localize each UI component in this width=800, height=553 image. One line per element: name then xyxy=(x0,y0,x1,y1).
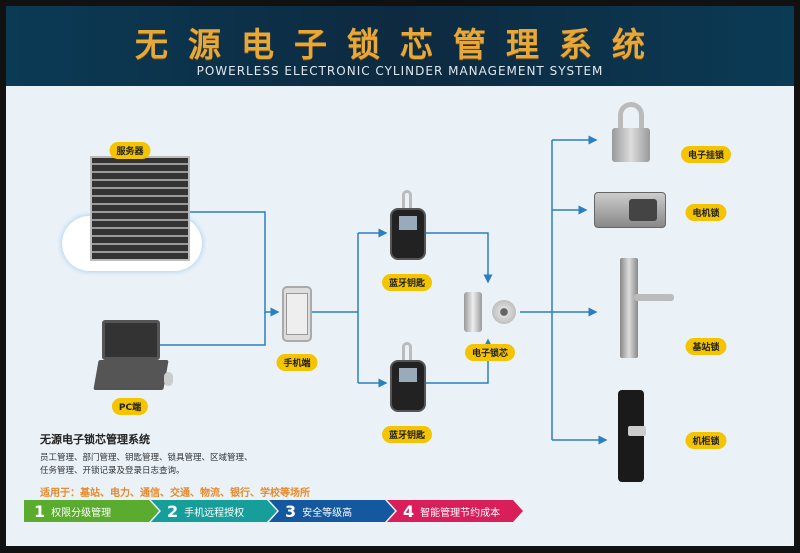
feature-1: 1 权限分级管理 xyxy=(24,500,159,522)
bluetooth-key-icon xyxy=(402,342,412,362)
feature-4: 4 智能管理节约成本 xyxy=(387,500,523,522)
feature-number: 3 xyxy=(285,501,297,521)
label-phone: 手机端 xyxy=(276,354,318,371)
label-bt-key-1: 蓝牙钥匙 xyxy=(381,274,433,291)
feature-bar: 1 权限分级管理 2 手机远程授权 3 安全等级高 4 智能管理节约成本 xyxy=(24,500,515,522)
cabinet-handle-icon xyxy=(628,426,646,436)
feature-label: 安全等级高 xyxy=(302,507,353,519)
system-description: 无源电子锁芯管理系统 员工管理、部门管理、钥匙管理、锁具管理、区域管理、 任务管… xyxy=(40,431,310,499)
description-line-2: 任务管理、开锁记录及登录日志查询。 xyxy=(40,466,185,476)
door-handle-icon xyxy=(634,294,674,301)
label-motor-lock: 电机锁 xyxy=(685,204,727,221)
feature-2: 2 手机远程授权 xyxy=(151,500,277,522)
description-line-1: 员工管理、部门管理、钥匙管理、锁具管理、区域管理、 xyxy=(40,453,253,463)
feature-number: 4 xyxy=(403,501,415,521)
feature-label: 权限分级管理 xyxy=(51,507,112,519)
cylinder-icon xyxy=(464,292,482,332)
header: 无源电子锁芯管理系统 POWERLESS ELECTRONIC CYLINDER… xyxy=(6,6,794,86)
applicable-scenarios: 适用于：基站、电力、通信、交通、物流、银行、学校等场所 xyxy=(40,488,310,499)
label-server: 服务器 xyxy=(109,142,151,159)
laptop-keyboard-icon xyxy=(93,360,169,390)
feature-number: 2 xyxy=(167,501,179,521)
feature-3: 3 安全等级高 xyxy=(269,500,395,522)
server-icon xyxy=(90,156,190,261)
page-title: 无源电子锁芯管理系统 xyxy=(135,25,665,64)
laptop-icon xyxy=(102,320,160,360)
padlock-icon xyxy=(612,128,650,162)
page-subtitle: POWERLESS ELECTRONIC CYLINDER MANAGEMENT… xyxy=(196,64,604,78)
phone-icon xyxy=(282,286,312,342)
poster: 无源电子锁芯管理系统 POWERLESS ELECTRONIC CYLINDER… xyxy=(6,6,794,546)
padlock-shackle-icon xyxy=(618,102,644,130)
label-cabinet-lock: 机柜锁 xyxy=(685,432,727,449)
motor-lock-icon xyxy=(594,192,666,228)
bluetooth-key-icon xyxy=(390,208,426,260)
description-heading: 无源电子锁芯管理系统 xyxy=(40,433,150,446)
station-lock-icon xyxy=(620,258,638,358)
label-cylinder: 电子锁芯 xyxy=(464,344,516,361)
label-pc: PC端 xyxy=(111,398,149,415)
cabinet-lock-icon xyxy=(618,390,644,482)
label-station-lock: 基站锁 xyxy=(685,338,727,355)
label-bt-key-2: 蓝牙钥匙 xyxy=(381,426,433,443)
bluetooth-key-icon xyxy=(390,360,426,412)
feature-number: 1 xyxy=(34,501,46,521)
label-padlock: 电子挂锁 xyxy=(680,146,732,163)
feature-label: 手机远程授权 xyxy=(184,507,245,519)
connection-lines xyxy=(160,135,608,445)
bluetooth-key-icon xyxy=(402,190,412,210)
mouse-icon xyxy=(164,372,173,386)
cylinder-face-icon xyxy=(492,300,516,324)
feature-label: 智能管理节约成本 xyxy=(420,507,501,519)
